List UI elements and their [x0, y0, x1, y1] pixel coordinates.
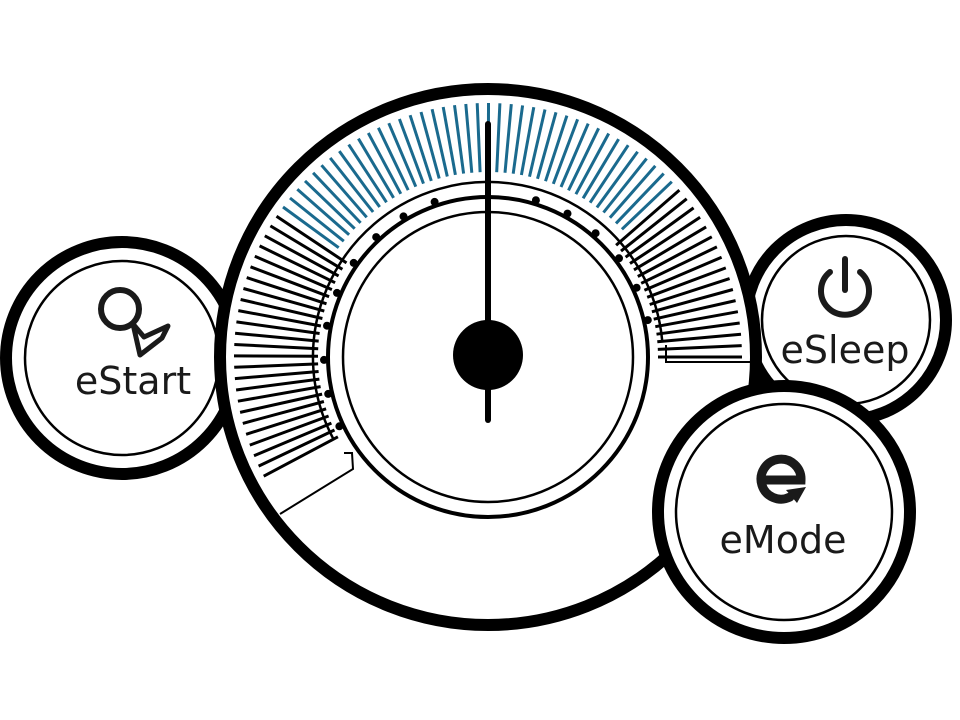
scale-tick — [237, 385, 321, 403]
esleep-label: eSleep — [781, 328, 910, 372]
scale-tick — [258, 244, 336, 285]
scale-tick — [637, 235, 713, 278]
scale-tick-active — [296, 188, 351, 236]
scale-tick-active — [503, 103, 513, 173]
scale-tick — [651, 288, 734, 314]
scale-tick — [242, 400, 325, 425]
scale-bracket-left — [279, 452, 355, 515]
scale-tick-active — [282, 205, 340, 249]
e-cycle-icon — [756, 454, 806, 504]
scale-tick-active — [312, 171, 362, 224]
scale-tick — [249, 265, 330, 299]
main-dial — [214, 83, 762, 631]
scale-tick-active — [397, 118, 425, 185]
scale-tick — [242, 287, 325, 313]
dial-scale — [233, 102, 742, 478]
scale-tick-active — [536, 111, 558, 180]
scale-tick-active — [581, 138, 620, 200]
scale-tick — [235, 377, 320, 392]
scale-tick-active — [419, 111, 441, 179]
scale-arc — [311, 180, 664, 440]
scale-tick-active — [475, 103, 482, 173]
scale-tick-active — [511, 105, 525, 174]
scale-tick — [262, 435, 339, 478]
scale-tick — [236, 320, 320, 335]
scale-tick — [643, 255, 723, 292]
scale-tick-active — [289, 196, 345, 243]
key-icon — [98, 287, 171, 358]
scale-tick — [646, 266, 727, 299]
scale-tick-active — [347, 143, 388, 204]
scale-tick — [257, 428, 336, 468]
scale-bracket-right — [665, 345, 757, 363]
scale-tick — [649, 277, 731, 306]
scale-tick-active — [608, 164, 657, 219]
scale-tick — [246, 276, 327, 306]
scale-tick — [640, 245, 718, 285]
scale-tick — [633, 225, 707, 272]
scale-tick-active — [357, 137, 395, 199]
scale-tick — [624, 206, 695, 259]
scale-tick-active — [329, 156, 375, 213]
scale-tick-active — [464, 103, 474, 173]
scale-tick-active — [430, 108, 449, 177]
scale-tick-active — [495, 103, 502, 173]
estart-label: eStart — [75, 359, 191, 403]
scale-tick-active — [519, 106, 536, 176]
scale-tick — [240, 298, 323, 320]
scale-tick-active — [320, 164, 368, 219]
scale-tick — [615, 188, 681, 247]
emode-label: eMode — [720, 518, 847, 562]
scale-tick-active — [544, 115, 569, 182]
scale-tick-active — [588, 144, 630, 204]
scale-tick — [234, 362, 319, 369]
scale-tick — [629, 215, 701, 265]
scale-tick-active — [303, 179, 356, 230]
scale-tick-active — [620, 180, 673, 231]
power-icon — [818, 256, 872, 318]
scale-tick — [245, 407, 327, 436]
scale-tick-active — [551, 118, 580, 185]
emode-inner-ring — [674, 402, 894, 622]
scale-tick — [249, 414, 330, 447]
estart-button[interactable]: eStart — [0, 236, 244, 480]
scale-tick-active — [614, 172, 665, 225]
scale-tick — [253, 421, 332, 458]
scale-tick — [275, 215, 348, 265]
scale-tick-active — [567, 127, 600, 192]
scale-tick-active — [377, 127, 410, 191]
emode-button[interactable]: eMode — [652, 380, 916, 644]
scale-tick — [620, 197, 688, 253]
scale-dot — [320, 355, 328, 364]
scale-tick — [269, 224, 344, 271]
scale-tick-active — [559, 123, 590, 188]
scale-tick — [239, 392, 323, 414]
needle-hub — [453, 320, 523, 390]
scale-tick — [254, 254, 333, 291]
scale-tick — [234, 370, 319, 381]
scale-tick — [655, 310, 739, 329]
scale-tick-active — [338, 150, 381, 208]
scale-tick-active — [453, 105, 466, 174]
scale-tick-active — [574, 132, 611, 195]
scale-tick — [238, 309, 322, 328]
scale-tick-active — [441, 106, 457, 176]
scale-tick — [234, 331, 319, 343]
scale-tick-active — [595, 150, 639, 209]
scale-tick-active — [366, 132, 403, 195]
scale-tick-active — [602, 157, 648, 214]
scale-tick — [657, 332, 742, 344]
scale-tick — [264, 234, 340, 278]
scale-tick — [653, 299, 736, 321]
scale-tick-active — [408, 114, 433, 182]
scale-tick — [234, 343, 319, 351]
scale-tick-active — [528, 109, 547, 178]
scale-tick-active — [387, 122, 418, 188]
scale-tick — [656, 321, 740, 336]
scale-tick — [657, 344, 742, 351]
